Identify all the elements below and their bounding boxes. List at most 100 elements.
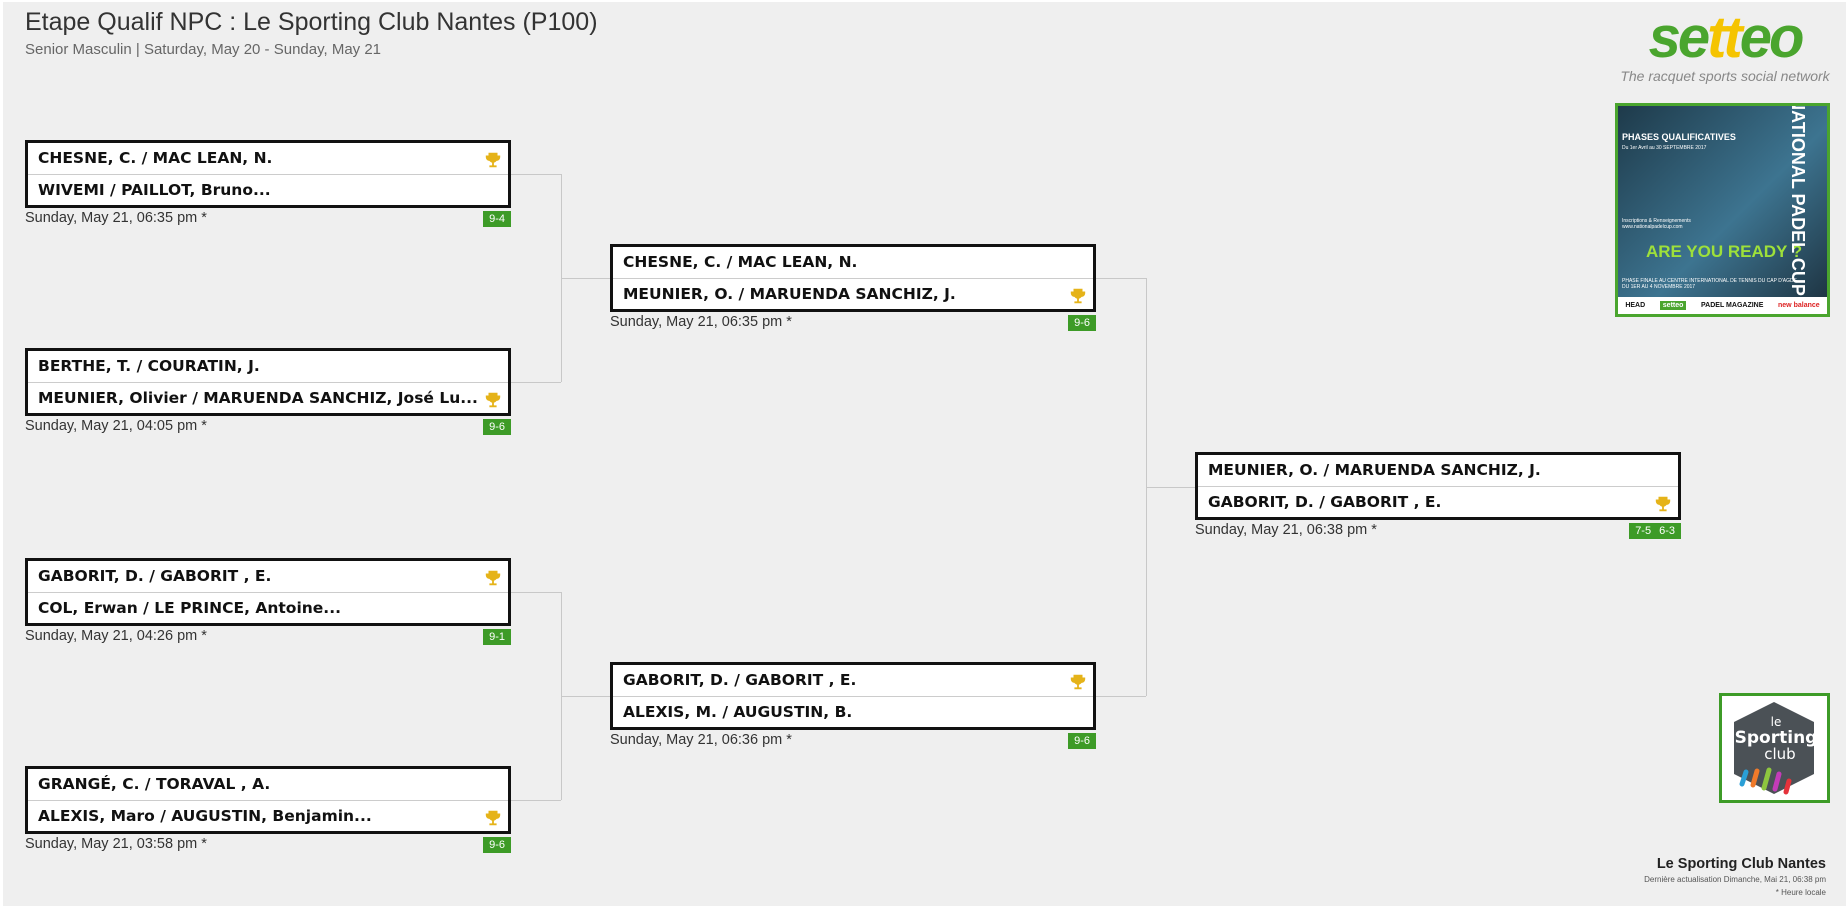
match-box: GRANGÉ, C. / TORAVAL , A. ALEXIS, Maro / … bbox=[25, 766, 511, 834]
match-date: Sunday, May 21, 06:35 pm * bbox=[610, 314, 792, 330]
team-row[interactable]: MEUNIER, O. / MARUENDA SANCHIZ, J. bbox=[613, 278, 1093, 309]
match[interactable]: GABORIT, D. / GABORIT , E. ALEXIS, M. / A… bbox=[610, 662, 1096, 749]
match-box: CHESNE, C. / MAC LEAN, N. MEUNIER, O. / M… bbox=[610, 244, 1096, 312]
footer-updated: Dernière actualisation Dimanche, Mai 21,… bbox=[1644, 875, 1826, 884]
connector-line bbox=[511, 174, 561, 175]
match-box: MEUNIER, O. / MARUENDA SANCHIZ, J. GABORI… bbox=[1195, 452, 1681, 520]
poster-final: PHASE FINALE AU CENTRE INTERNATIONAL DE … bbox=[1622, 278, 1797, 290]
team-name: MEUNIER, O. / MARUENDA SANCHIZ, J. bbox=[623, 285, 956, 303]
set-score: 9-6 bbox=[1074, 735, 1090, 747]
match-box: GABORIT, D. / GABORIT , E. COL, Erwan / L… bbox=[25, 558, 511, 626]
connector-line bbox=[561, 278, 610, 279]
connector-line bbox=[561, 696, 610, 697]
match[interactable]: MEUNIER, O. / MARUENDA SANCHIZ, J. GABORI… bbox=[1195, 452, 1681, 539]
sponsor-nb: new balance bbox=[1778, 302, 1820, 309]
set-score: 7-5 bbox=[1635, 525, 1652, 537]
team-name: ALEXIS, M. / AUGUSTIN, B. bbox=[623, 703, 853, 721]
team-name: GABORIT, D. / GABORIT , E. bbox=[623, 671, 857, 689]
match-date: Sunday, May 21, 04:26 pm * bbox=[25, 628, 207, 644]
set-score: 9-6 bbox=[489, 421, 505, 433]
score-badge: 9-6 bbox=[1068, 733, 1096, 749]
setteo-logo[interactable]: setteo The racquet sports social network bbox=[1620, 6, 1830, 85]
score-badge: 9-6 bbox=[1068, 315, 1096, 331]
set-score: 9-6 bbox=[1074, 317, 1090, 329]
match-box: CHESNE, C. / MAC LEAN, N. WIVEMI / PAILLO… bbox=[25, 140, 511, 208]
match[interactable]: GABORIT, D. / GABORIT , E. COL, Erwan / L… bbox=[25, 558, 511, 645]
poster-ad[interactable]: PHASES QUALIFICATIVES Du 1er Avril au 30… bbox=[1615, 103, 1830, 317]
connector-line bbox=[511, 592, 561, 593]
svg-text:club: club bbox=[1764, 745, 1795, 763]
svg-text:Sporting: Sporting bbox=[1735, 728, 1818, 748]
team-name: GABORIT, D. / GABORIT , E. bbox=[1208, 493, 1442, 511]
match[interactable]: CHESNE, C. / MAC LEAN, N. MEUNIER, O. / M… bbox=[610, 244, 1096, 331]
team-row[interactable]: GRANGÉ, C. / TORAVAL , A. bbox=[28, 769, 508, 800]
team-row[interactable]: GABORIT, D. / GABORIT , E. bbox=[1198, 486, 1678, 517]
match[interactable]: GRANGÉ, C. / TORAVAL , A. ALEXIS, Maro / … bbox=[25, 766, 511, 853]
trophy-icon bbox=[1654, 493, 1672, 512]
set-score: 9-4 bbox=[489, 213, 505, 225]
match[interactable]: CHESNE, C. / MAC LEAN, N. WIVEMI / PAILLO… bbox=[25, 140, 511, 227]
team-row[interactable]: WIVEMI / PAILLOT, Bruno... bbox=[28, 174, 508, 205]
match-date: Sunday, May 21, 04:05 pm * bbox=[25, 418, 207, 434]
sponsor-setteo: setteo bbox=[1659, 301, 1687, 310]
team-row[interactable]: ALEXIS, Maro / AUGUSTIN, Benjamin... bbox=[28, 800, 508, 831]
team-name: COL, Erwan / LE PRINCE, Antoine... bbox=[38, 599, 341, 617]
set-score: 9-1 bbox=[489, 631, 505, 643]
poster-cta: ARE YOU READY ? bbox=[1646, 242, 1803, 261]
match-date: Sunday, May 21, 06:36 pm * bbox=[610, 732, 792, 748]
trophy-icon bbox=[484, 389, 502, 408]
svg-text:le: le bbox=[1771, 715, 1782, 729]
sporting-club-logo[interactable]: le Sporting club bbox=[1719, 693, 1830, 803]
set-score: 6-3 bbox=[1659, 525, 1675, 537]
poster-dates: Du 1er Avril au 30 SEPTEMBRE 2017 bbox=[1622, 145, 1707, 151]
team-row[interactable]: CHESNE, C. / MAC LEAN, N. bbox=[613, 247, 1093, 278]
trophy-icon bbox=[484, 149, 502, 168]
bracket-page: Etape Qualif NPC : Le Sporting Club Nant… bbox=[3, 2, 1846, 906]
club-hexagon-icon: le Sporting club bbox=[1734, 702, 1818, 795]
page-title: Etape Qualif NPC : Le Sporting Club Nant… bbox=[25, 8, 598, 36]
team-row[interactable]: MEUNIER, O. / MARUENDA SANCHIZ, J. bbox=[1198, 455, 1678, 486]
score-badge: 7-5 6-3 bbox=[1629, 523, 1681, 539]
poster-info: Inscriptions & Renseignements www.nation… bbox=[1622, 218, 1691, 230]
team-row[interactable]: BERTHE, T. / COURATIN, J. bbox=[28, 351, 508, 382]
connector-line bbox=[511, 800, 561, 801]
match-date: Sunday, May 21, 06:35 pm * bbox=[25, 210, 207, 226]
poster-headline: PHASES QUALIFICATIVES bbox=[1622, 132, 1736, 142]
score-badge: 9-1 bbox=[483, 629, 511, 645]
score-badge: 9-4 bbox=[483, 211, 511, 227]
sponsor-head: HEAD bbox=[1625, 302, 1646, 309]
set-score: 9-6 bbox=[489, 839, 505, 851]
team-name: GABORIT, D. / GABORIT , E. bbox=[38, 567, 272, 585]
trophy-icon bbox=[1069, 285, 1087, 304]
team-row[interactable]: COL, Erwan / LE PRINCE, Antoine... bbox=[28, 592, 508, 623]
team-name: GRANGÉ, C. / TORAVAL , A. bbox=[38, 775, 271, 793]
team-row[interactable]: CHESNE, C. / MAC LEAN, N. bbox=[28, 143, 508, 174]
team-row[interactable]: GABORIT, D. / GABORIT , E. bbox=[613, 665, 1093, 696]
sponsor-padel: PADEL MAGAZINE bbox=[1701, 302, 1764, 309]
trophy-icon bbox=[1069, 671, 1087, 690]
team-row[interactable]: ALEXIS, M. / AUGUSTIN, B. bbox=[613, 696, 1093, 727]
match-date: Sunday, May 21, 03:58 pm * bbox=[25, 836, 207, 852]
team-name: MEUNIER, Olivier / MARUENDA SANCHIZ, Jos… bbox=[38, 389, 478, 407]
footer-club: Le Sporting Club Nantes bbox=[1656, 856, 1826, 872]
score-badge: 9-6 bbox=[483, 419, 511, 435]
team-row[interactable]: MEUNIER, Olivier / MARUENDA SANCHIZ, Jos… bbox=[28, 382, 508, 413]
tagline: The racquet sports social network bbox=[1620, 68, 1830, 84]
poster-side-title: NATIONAL PADEL CUP bbox=[1788, 103, 1809, 296]
score-badge: 9-6 bbox=[483, 837, 511, 853]
team-name: CHESNE, C. / MAC LEAN, N. bbox=[38, 149, 273, 167]
match-box: BERTHE, T. / COURATIN, J. MEUNIER, Olivie… bbox=[25, 348, 511, 416]
connector-line bbox=[1096, 696, 1146, 697]
team-row[interactable]: GABORIT, D. / GABORIT , E. bbox=[28, 561, 508, 592]
team-name: ALEXIS, Maro / AUGUSTIN, Benjamin... bbox=[38, 807, 372, 825]
footer-note: * Heure locale bbox=[1775, 888, 1826, 897]
trophy-icon bbox=[484, 807, 502, 826]
connector-line bbox=[1096, 278, 1146, 279]
team-name: CHESNE, C. / MAC LEAN, N. bbox=[623, 253, 858, 271]
team-name: MEUNIER, O. / MARUENDA SANCHIZ, J. bbox=[1208, 461, 1541, 479]
match[interactable]: BERTHE, T. / COURATIN, J. MEUNIER, Olivie… bbox=[25, 348, 511, 435]
match-box: GABORIT, D. / GABORIT , E. ALEXIS, M. / A… bbox=[610, 662, 1096, 730]
page-subtitle: Senior Masculin | Saturday, May 20 - Sun… bbox=[25, 41, 382, 58]
trophy-icon bbox=[484, 567, 502, 586]
match-date: Sunday, May 21, 06:38 pm * bbox=[1195, 522, 1377, 538]
